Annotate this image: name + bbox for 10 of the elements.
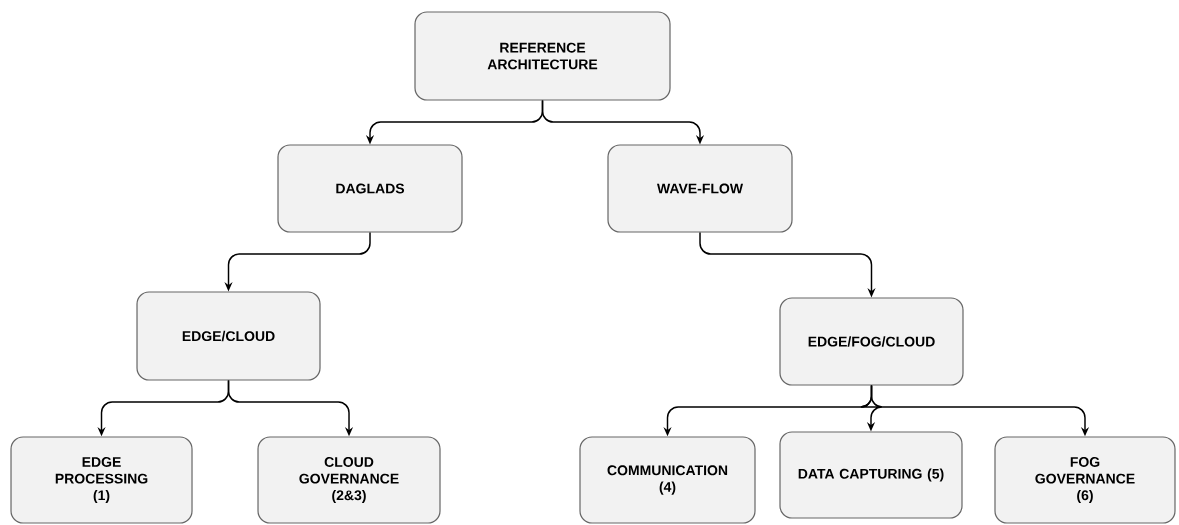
process-box: REFERENCE ARCHITECTURE [414,11,671,101]
process-box: FOG GOVERNANCE (6) [994,436,1176,524]
process-box: CLOUD GOVERNANCE (2&3) [257,436,441,524]
process-box: COMMUNICATION (4) [579,436,756,524]
process-box: EDGE/FOG/CLOUD [779,297,964,386]
process-box: DATA CAPTURING (5) [779,431,963,519]
process-box: WAVE-FLOW [607,144,793,233]
process-box: EDGE/CLOUD [136,291,321,381]
process-box: DAGLADS [277,144,463,233]
process-box: EDGE PROCESSING (1) [10,436,193,524]
